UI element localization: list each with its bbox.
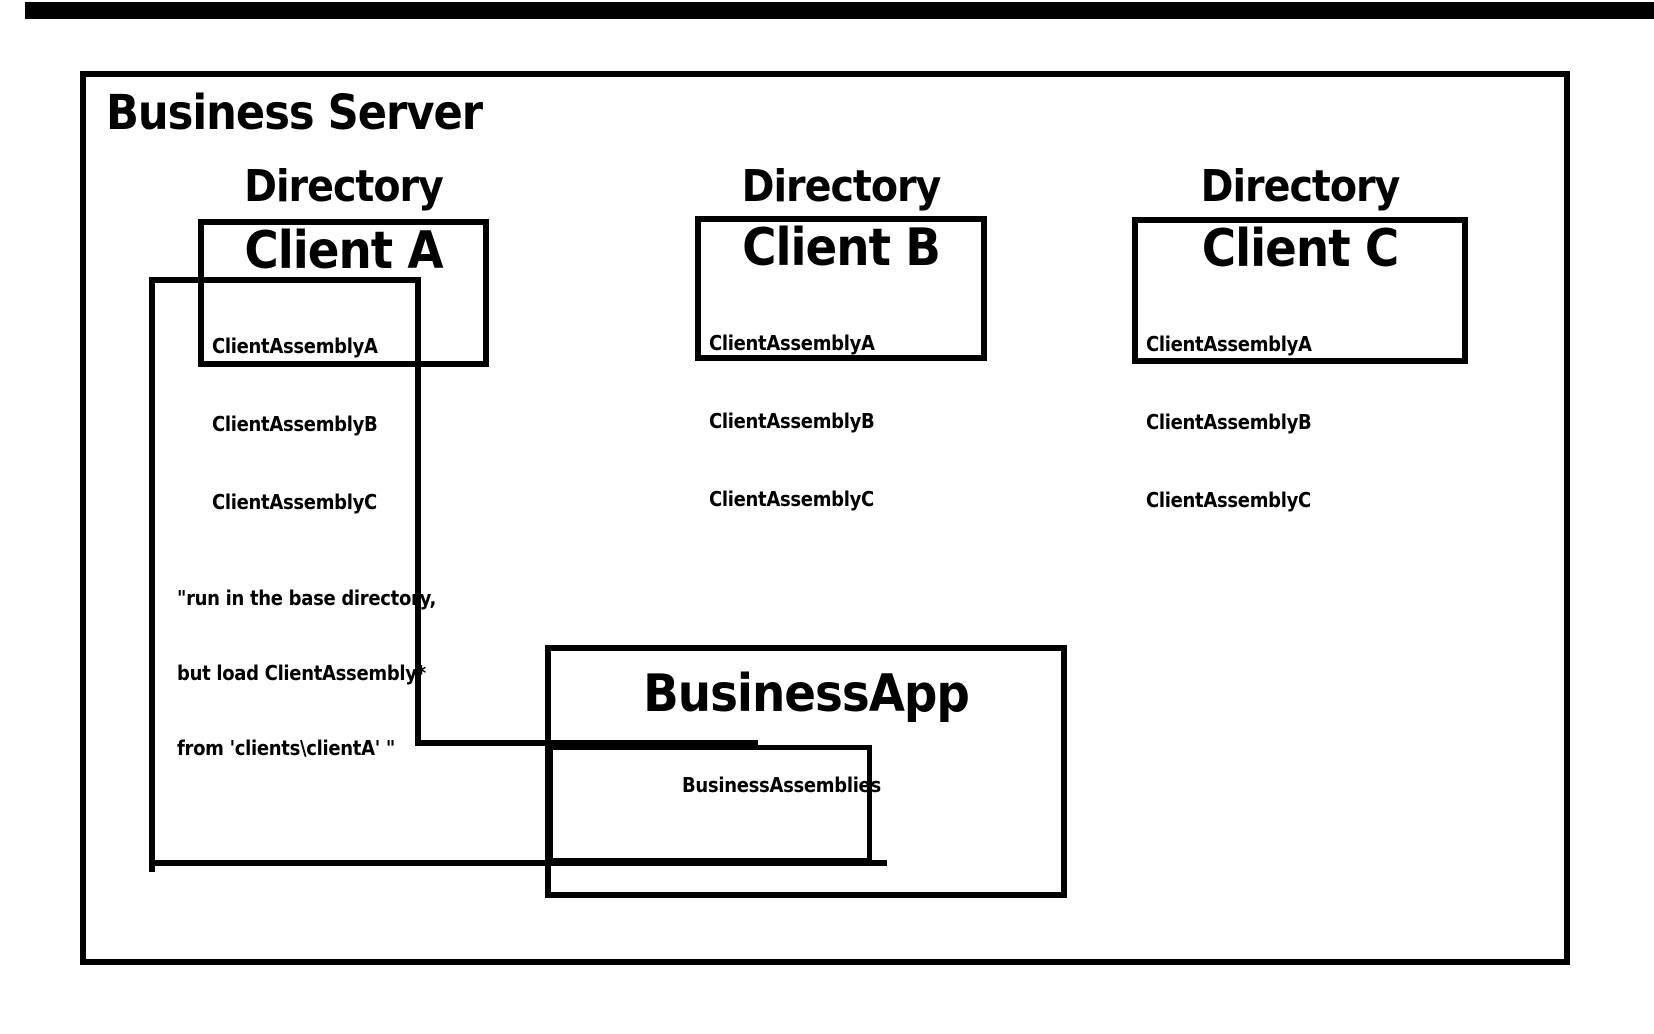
annotation-text: "run in the base directory, but load Cli… (177, 536, 436, 811)
client-b-title: Client B (742, 218, 941, 278)
client-c-assembly-list: ClientAssemblyA ClientAssemblyB ClientAs… (1146, 279, 1312, 565)
assembly-item: ClientAssemblyB (709, 409, 875, 433)
client-c-box: Client C ClientAssemblyA ClientAssemblyB… (1132, 217, 1468, 512)
annotation-line: "run in the base directory, (177, 586, 436, 610)
top-frame-line (25, 2, 1654, 19)
client-b-assembly-list: ClientAssemblyA ClientAssemblyB ClientAs… (709, 278, 875, 564)
businessapp-title: BusinessApp (643, 664, 970, 724)
client-a-box: Client A ClientAssemblyA ClientAssemblyB… (198, 219, 489, 514)
client-b-box: Client B ClientAssemblyA ClientAssemblyB… (695, 216, 987, 511)
assembly-item: ClientAssemblyA (1146, 332, 1312, 356)
annotation-line: but load ClientAssembly* (177, 661, 426, 685)
directory-label-client-c: Directory (1200, 161, 1401, 212)
assembly-item: ClientAssemblyB (212, 412, 378, 436)
business-assemblies-label: BusinessAssemblies (682, 773, 881, 797)
connector-bottom-horizontal-line (149, 860, 887, 866)
connector-top-line (149, 277, 421, 283)
client-a-title: Client A (244, 221, 443, 281)
business-server-title: Business Server (106, 85, 483, 141)
assembly-item: ClientAssemblyB (1146, 410, 1312, 434)
connector-inner-vertical-line (415, 277, 421, 746)
client-c-title: Client C (1201, 219, 1399, 279)
assembly-item: ClientAssemblyA (709, 331, 875, 355)
assembly-item: ClientAssemblyA (212, 334, 378, 358)
directory-label-client-b: Directory (741, 161, 942, 212)
client-a-assembly-list: ClientAssemblyA ClientAssemblyB ClientAs… (212, 281, 378, 567)
business-assemblies-box (548, 745, 872, 863)
assembly-item: ClientAssemblyC (212, 490, 377, 514)
assembly-item: ClientAssemblyC (709, 487, 874, 511)
annotation-line: from 'clients\clientA' " (177, 736, 395, 760)
assembly-item: ClientAssemblyC (1146, 488, 1311, 512)
connector-left-vertical-line (149, 277, 155, 872)
business-server-box (80, 71, 1570, 965)
connector-middle-horizontal-line (415, 740, 758, 746)
directory-label-client-a: Directory (244, 161, 444, 212)
